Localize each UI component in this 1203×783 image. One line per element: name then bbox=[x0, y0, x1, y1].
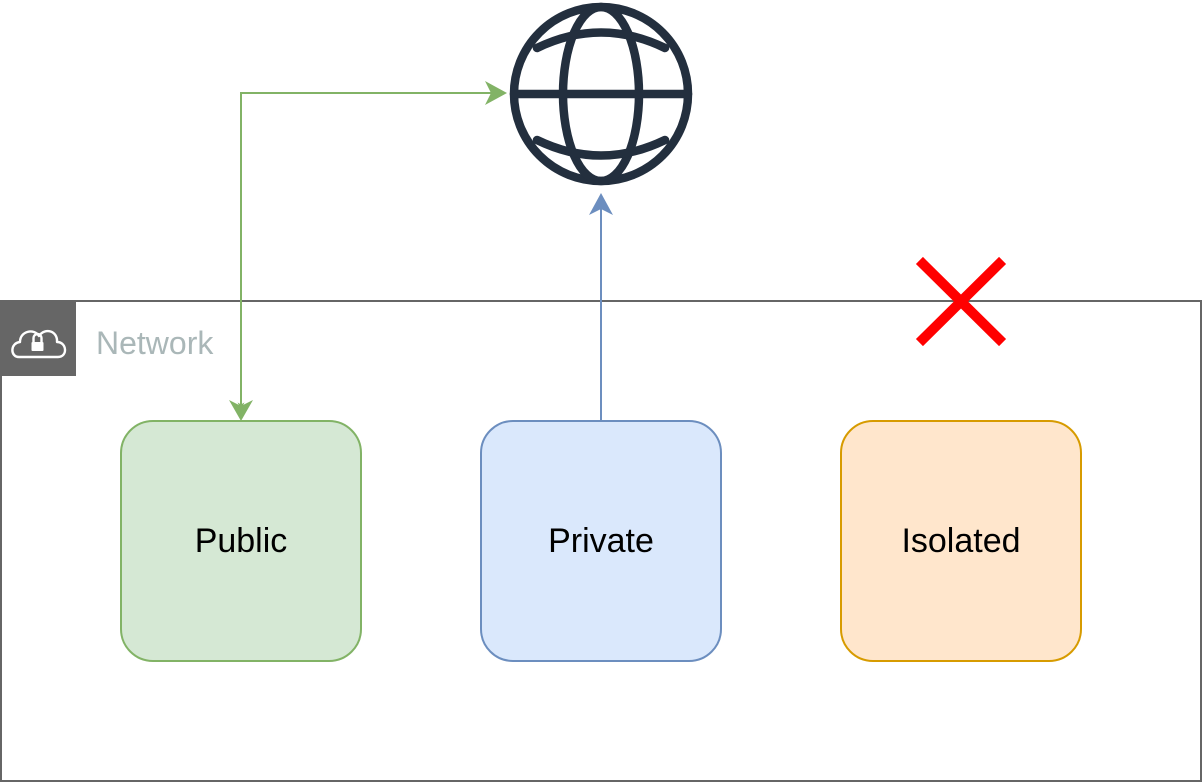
subnet-private[interactable]: Private bbox=[480, 420, 722, 662]
cross-icon bbox=[915, 256, 1007, 347]
public-internet-connector[interactable] bbox=[229, 81, 507, 421]
subnet-isolated[interactable]: Isolated bbox=[840, 420, 1082, 662]
subnet-isolated-box bbox=[840, 420, 1082, 662]
subnet-private-label: Private bbox=[548, 522, 654, 560]
network-label: Network bbox=[96, 325, 214, 361]
private-internet-connector[interactable] bbox=[589, 193, 613, 421]
cloud-lock-icon bbox=[11, 329, 67, 359]
subnet-public-box bbox=[120, 420, 362, 662]
subnet-public[interactable]: Public bbox=[120, 420, 362, 662]
network-icon-tile bbox=[0, 300, 76, 376]
subnet-private-box bbox=[480, 420, 722, 662]
globe-icon[interactable] bbox=[509, 2, 693, 186]
subnet-public-label: Public bbox=[195, 522, 288, 560]
subnet-isolated-label: Isolated bbox=[901, 522, 1020, 560]
